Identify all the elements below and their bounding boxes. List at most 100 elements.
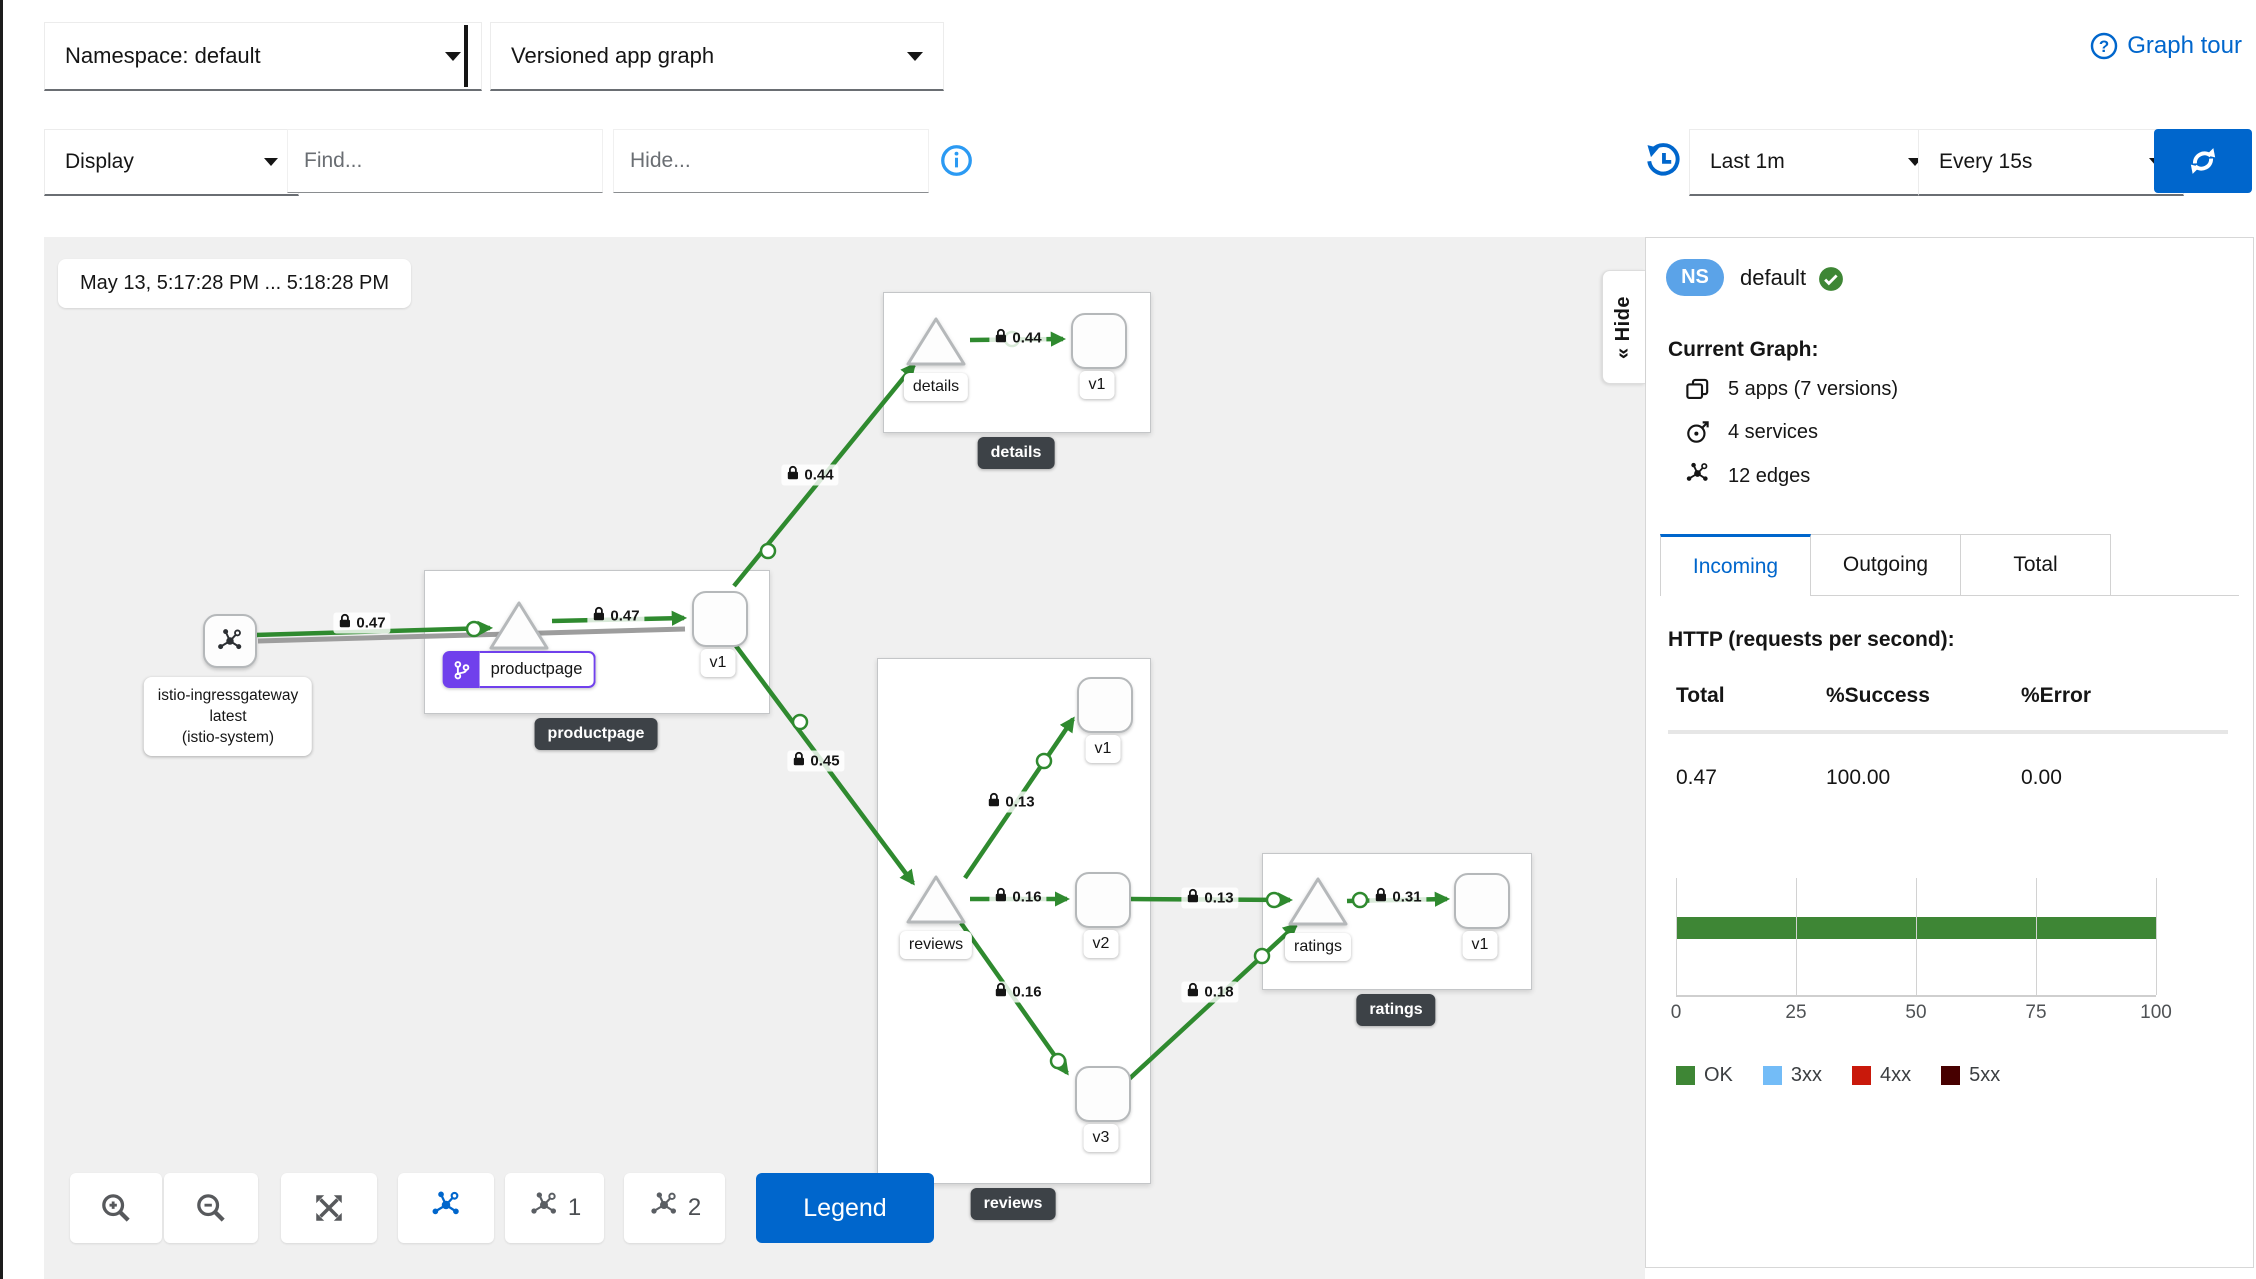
- graph-tour-link[interactable]: ? Graph tour: [2090, 32, 2242, 60]
- hide-panel-tab[interactable]: « Hide: [1602, 270, 1645, 384]
- tab-outgoing[interactable]: Outgoing: [1811, 534, 1961, 596]
- graph-layout-icon: [429, 1188, 463, 1229]
- edge-label-details-app-details-v1[interactable]: 0.44: [989, 327, 1047, 349]
- refresh-button[interactable]: [2154, 129, 2252, 193]
- legend-item-5xx: 5xx: [1941, 1064, 2000, 1087]
- edge-label-productpage-v1-reviews-app[interactable]: 0.45: [787, 750, 845, 772]
- node-reviews-v1[interactable]: [1077, 677, 1133, 733]
- graph-area[interactable]: May 13, 5:17:28 PM ... 5:18:28 PM « Hide…: [44, 237, 1645, 1279]
- hide-panel-tab-label: « Hide: [1612, 295, 1635, 359]
- chart-gridline: [1916, 878, 1917, 995]
- node-ratings-v1[interactable]: [1454, 873, 1510, 929]
- lock-icon: [792, 751, 805, 771]
- group-label-ratings: ratings: [1356, 994, 1436, 1026]
- hide-input[interactable]: [613, 129, 929, 193]
- legend-button[interactable]: Legend: [756, 1173, 934, 1243]
- left-drawer-edge: [0, 0, 3, 1279]
- edge-rate: 0.31: [1392, 888, 1422, 906]
- layout-default-button[interactable]: [398, 1173, 494, 1243]
- node-istio-ingressgateway[interactable]: [203, 614, 257, 668]
- tab-total[interactable]: Total: [1961, 534, 2111, 596]
- edge-rate: 0.13: [1005, 793, 1035, 811]
- group-label-productpage: productpage: [534, 718, 658, 750]
- node-label-details-v1: v1: [1079, 371, 1115, 399]
- edge-label-reviews-app-reviews-v2[interactable]: 0.16: [989, 886, 1047, 908]
- chart-gridline: [1676, 878, 1677, 995]
- lock-icon: [338, 613, 351, 633]
- edge-label-ratings-app-ratings-v1[interactable]: 0.31: [1369, 886, 1427, 908]
- node-reviews-v3[interactable]: [1075, 1066, 1131, 1122]
- info-icon[interactable]: [940, 144, 973, 177]
- legend-swatch: [1852, 1066, 1872, 1085]
- edge-rate: 0.18: [1204, 983, 1234, 1001]
- layout-1-label: 1: [567, 1194, 582, 1221]
- services-icon: [1687, 421, 1709, 443]
- node-details-v1[interactable]: [1071, 313, 1127, 369]
- fit-to-screen-button[interactable]: [281, 1173, 377, 1243]
- edges-icon: [1684, 460, 1711, 493]
- refresh-interval-select[interactable]: Every 15s: [1918, 129, 2184, 196]
- question-circle-icon: ?: [2091, 32, 2118, 60]
- http-status-chart: [1676, 878, 2157, 997]
- zoom-in-icon: [102, 1194, 130, 1222]
- lock-icon: [1374, 887, 1387, 907]
- edge-label-productpage-v1-details-app[interactable]: 0.44: [781, 464, 839, 486]
- chart-tick-label: 100: [2140, 1002, 2172, 1023]
- chart-tick-label: 25: [1785, 1002, 1807, 1023]
- zoom-in-button[interactable]: [70, 1173, 162, 1243]
- display-select[interactable]: Display: [44, 129, 299, 196]
- time-range-select[interactable]: Last 1m: [1689, 129, 1943, 196]
- edge-label-reviews-app-reviews-v3[interactable]: 0.16: [989, 981, 1047, 1003]
- chart-tick-label: 50: [1905, 1002, 1927, 1023]
- stat-services: 4 services: [1684, 419, 1818, 446]
- stat-apps: 5 apps (7 versions): [1684, 376, 1898, 403]
- node-reviews-app[interactable]: [903, 872, 969, 931]
- layout-2-label: 2: [687, 1194, 702, 1221]
- node-badge-productpage-app[interactable]: productpage: [442, 651, 596, 688]
- edge-label-istio-ingressgateway-productpage-app[interactable]: 0.47: [333, 612, 391, 634]
- metrics-tabs: Incoming Outgoing Total: [1660, 534, 2239, 596]
- edge-waypoint: [1351, 891, 1369, 909]
- graph-time-range: May 13, 5:17:28 PM ... 5:18:28 PM: [58, 259, 412, 308]
- chart-gridline: [2156, 878, 2157, 995]
- edge-label-reviews-v3-ratings-app[interactable]: 0.18: [1181, 981, 1239, 1003]
- legend-swatch: [1762, 1066, 1782, 1085]
- find-input[interactable]: [287, 129, 603, 193]
- replay-history-icon[interactable]: [1644, 141, 1682, 179]
- cell-total: 0.47: [1676, 766, 1717, 789]
- col-success: %Success: [1826, 684, 1930, 707]
- edge-rate: 0.16: [1012, 983, 1042, 1001]
- edge-rate: 0.44: [1012, 329, 1042, 347]
- layout-2-button[interactable]: 2: [624, 1173, 725, 1243]
- chart-gridline: [2036, 878, 2037, 995]
- node-productpage-app[interactable]: [486, 598, 552, 657]
- edge-label-reviews-app-reviews-v1[interactable]: 0.13: [982, 791, 1040, 813]
- edge-waypoint: [1265, 891, 1283, 909]
- node-reviews-v2[interactable]: [1075, 872, 1131, 928]
- edge-label-productpage-app-productpage-v1[interactable]: 0.47: [587, 605, 645, 627]
- table-divider: [1668, 730, 2228, 734]
- namespace-badge: NS: [1666, 259, 1724, 296]
- node-details-app[interactable]: [903, 314, 969, 373]
- http-heading: HTTP (requests per second):: [1668, 628, 1955, 651]
- lock-icon: [994, 328, 1007, 348]
- chart-legend: OK 3xx 4xx 5xx: [1676, 1064, 2000, 1087]
- graph-tour-label: Graph tour: [2127, 32, 2242, 59]
- node-ratings-app[interactable]: [1285, 874, 1351, 933]
- edge-waypoint: [465, 620, 483, 638]
- node-label-reviews-v1: v1: [1085, 735, 1121, 763]
- tab-incoming[interactable]: Incoming: [1660, 534, 1811, 596]
- layout-1-button[interactable]: 1: [505, 1173, 604, 1243]
- legend-label: 4xx: [1880, 1064, 1912, 1086]
- edge-label-reviews-v2-ratings-app[interactable]: 0.13: [1181, 887, 1239, 909]
- graph-type-select[interactable]: Versioned app graph: [490, 22, 944, 91]
- namespace-select[interactable]: Namespace: default: [44, 22, 482, 91]
- edge-reviews-v3-ratings-app[interactable]: [1126, 922, 1299, 1082]
- code-branch-icon: [442, 651, 480, 688]
- graph-type-select-label: Versioned app graph: [511, 43, 715, 68]
- node-productpage-v1[interactable]: [692, 591, 748, 647]
- edge-rate: 0.45: [810, 752, 840, 770]
- zoom-out-button[interactable]: [164, 1173, 258, 1243]
